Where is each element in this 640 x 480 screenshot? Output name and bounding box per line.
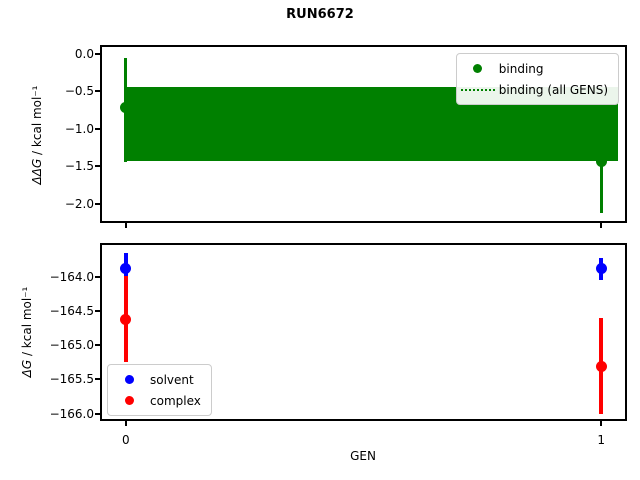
legend-dot-marker-icon [108,375,150,384]
legend-dot-marker-icon [108,396,150,405]
x-tick [600,421,603,426]
y-tick-label: 0.0 [74,46,94,61]
binding-marker [595,155,607,167]
figure-title: RUN6672 [286,7,354,22]
x-tick [600,223,603,228]
y-tick [95,344,100,347]
bottom-axes: −164.0 −164.5 −165.0 −165.5 −166.0 0 1 solvent c… [50,243,627,447]
y-tick-label: −166.0 [49,406,94,421]
solvent-dot-icon [124,375,134,384]
bottom-y-axis-label: ΔG / kcal mol⁻¹ [20,287,34,378]
y-tick-label: −1.5 [64,159,94,174]
top-axes: 0.0 −0.5 −1.0 −1.5 −2.0 binding binding (all G… [65,45,627,228]
top-legend: binding binding (all GENS) [455,53,619,105]
legend-item-label: complex [150,393,201,408]
y-tick [95,378,100,381]
solvent-marker [120,262,132,274]
y-tick [95,412,100,415]
y-tick [95,202,100,205]
bottom-legend: solvent complex [107,364,212,416]
legend-item-label: binding [498,61,544,76]
y-tick-label: −165.5 [49,372,94,387]
bottom-y-axis-label-math: ΔG [20,359,34,378]
bottom-y-axis-label-unit: / kcal mol⁻¹ [20,286,34,360]
complex-dot-icon [124,396,134,405]
y-tick [95,310,100,313]
x-tick [124,223,127,228]
binding (all GENS)-line-icon [460,88,495,91]
x-tick-label: 0 [121,433,130,447]
x-axis-label: GEN [350,449,376,463]
y-tick-label: −164.0 [49,270,94,285]
legend-item-label: solvent [150,372,194,387]
y-tick [95,276,100,279]
legend-item: complex [108,390,201,411]
solvent-marker [595,263,607,275]
binding-marker [120,102,132,114]
legend-item: binding [457,58,608,79]
y-tick-label: −0.5 [64,84,94,99]
y-tick-label: −164.5 [49,304,94,319]
y-tick-label: −1.0 [64,121,94,136]
legend-item-label: binding (all GENS) [498,82,608,97]
legend-dot-marker-icon [457,64,499,73]
legend-dotted-line-icon [457,88,499,91]
y-tick [95,165,100,168]
y-tick [95,127,100,130]
y-tick [95,90,100,93]
x-tick-label: 1 [597,433,606,447]
y-tick [95,52,100,55]
legend-item: solvent [108,369,201,390]
x-tick [124,421,127,426]
legend-item: binding (all GENS) [457,79,608,100]
y-tick-label: −2.0 [64,196,94,211]
complex-marker [595,360,607,372]
complex-marker [120,313,132,325]
binding-dot-icon [473,64,483,73]
y-tick-label: −165.0 [49,338,94,353]
